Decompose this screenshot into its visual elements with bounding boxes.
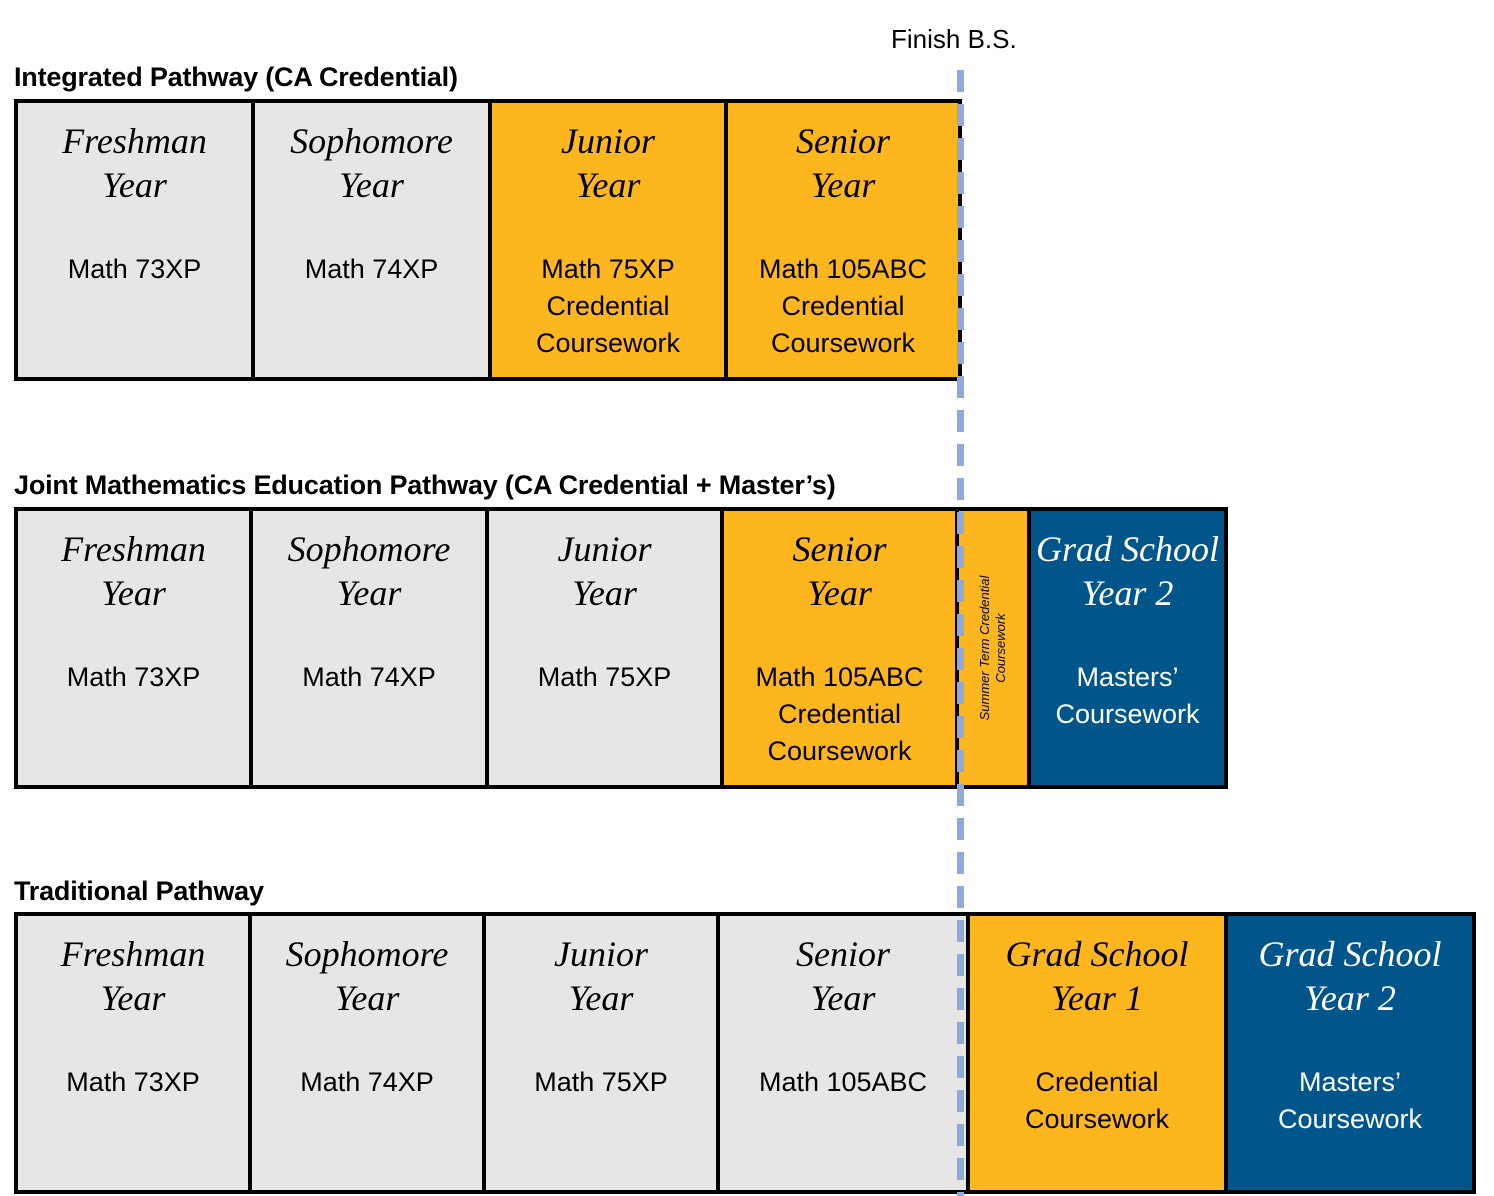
box-body: Math 74XP — [304, 254, 439, 284]
box-body: Math 73XP — [66, 1067, 200, 1097]
box-body: Math 105ABC — [758, 1067, 928, 1097]
box-body: Math 73XP — [66, 662, 201, 692]
box-body: Math 74XP — [300, 1067, 434, 1097]
integrated-pathway-title: Integrated Pathway (CA Credential) — [14, 62, 458, 92]
box-body: Math 73XP — [67, 254, 202, 284]
box-body: Math 74XP — [302, 662, 436, 692]
box-body: Masters’Coursework — [1277, 1067, 1423, 1134]
finish-bs-dashed-line — [957, 70, 964, 1196]
joint-pathway-title: Joint Mathematics Education Pathway (CA … — [14, 470, 836, 500]
box-body: Math 75XP — [537, 662, 672, 692]
traditional-pathway-title: Traditional Pathway — [14, 876, 264, 906]
box-body: Math 75XP — [534, 1067, 668, 1097]
finish-bs-label: Finish B.S. — [891, 24, 1017, 54]
box-body: Masters’Coursework — [1055, 662, 1200, 729]
